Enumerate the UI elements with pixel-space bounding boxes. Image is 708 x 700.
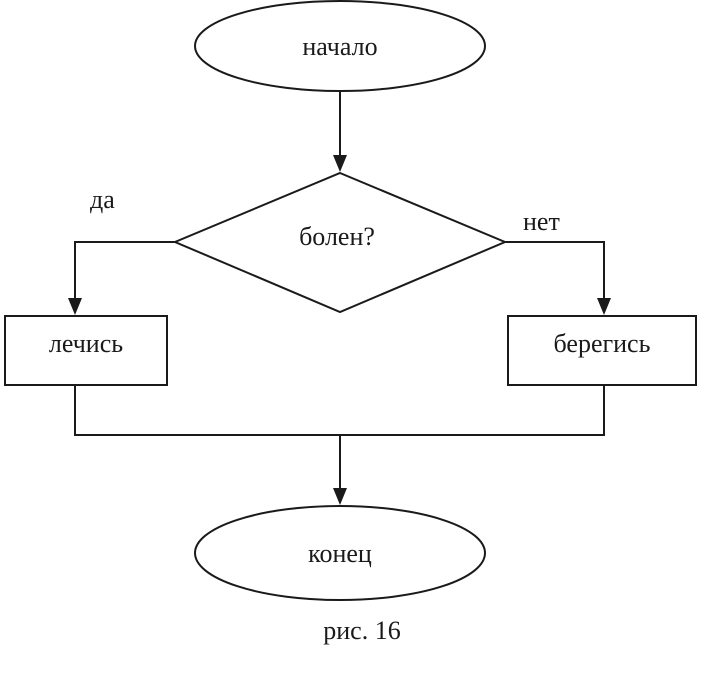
decision-label: болен? (299, 222, 375, 251)
decision-diamond (172, 171, 508, 314)
arrowhead-yes-action (68, 298, 82, 315)
start-label: начало (302, 32, 377, 61)
end-terminal (194, 505, 486, 601)
yes-action-box (4, 315, 168, 386)
no-action-label: берегись (554, 329, 651, 358)
arrowhead-no-action (597, 298, 611, 315)
yes-branch-label: да (90, 185, 115, 214)
end-label: конец (308, 539, 372, 568)
connector-merge (74, 385, 605, 436)
connector-no-branch (505, 241, 605, 300)
figure-caption: рис. 16 (323, 616, 400, 645)
arrowhead-decision (333, 155, 347, 172)
connector-yes-branch (74, 241, 175, 300)
no-action-box (507, 315, 697, 386)
yes-action-label: лечись (49, 329, 123, 358)
arrowhead-end (333, 488, 347, 505)
no-branch-label: нет (523, 207, 560, 236)
